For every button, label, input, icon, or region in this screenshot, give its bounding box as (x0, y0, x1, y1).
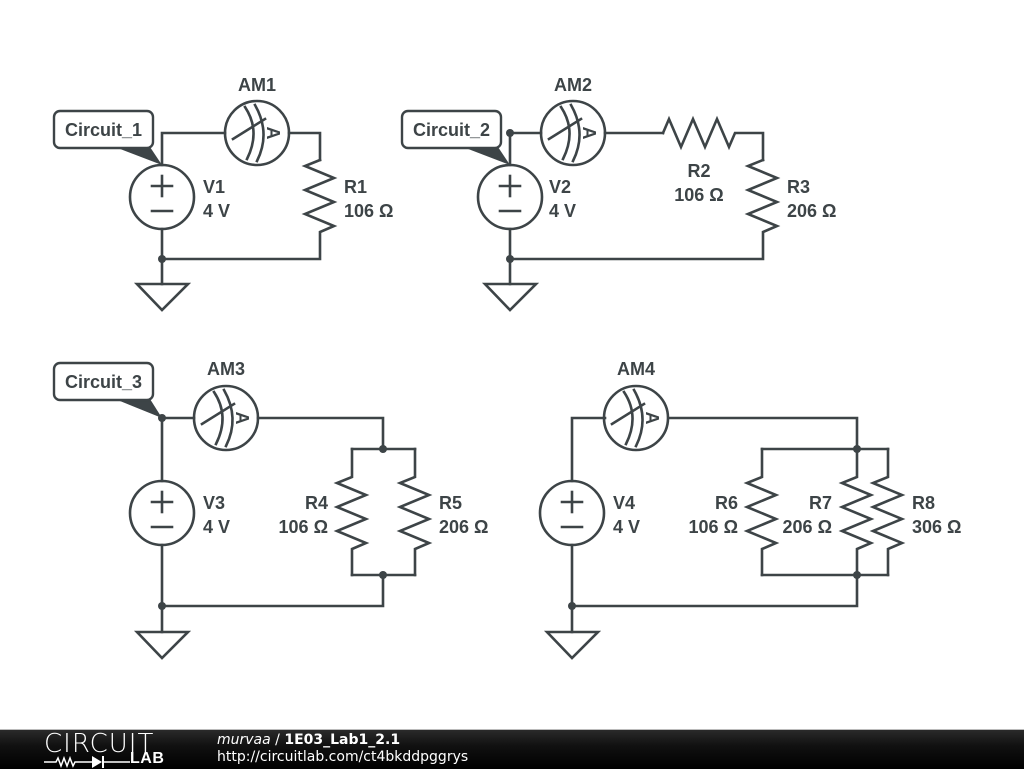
separator: / (270, 732, 285, 748)
ammeter-AM3[interactable]: A (192, 384, 260, 452)
source-name: V3 (203, 493, 225, 513)
resistor-name: R5 (439, 493, 462, 513)
circuit-3: A AM3 V3 4 V R4 106 Ω R5 206 Ω Circuit_3 (52, 359, 488, 660)
voltage-source-V1[interactable] (128, 163, 196, 231)
svg-text:Circuit_1: Circuit_1 (65, 120, 142, 140)
source-value: 4 V (549, 201, 576, 221)
circuit-url[interactable]: http://circuitlab.com/ct4bkddpggrys (217, 749, 469, 765)
voltage-source-V3[interactable] (128, 479, 196, 547)
source-value: 4 V (203, 201, 230, 221)
wire (160, 131, 322, 167)
junction-dot (506, 255, 514, 263)
source-name: V4 (613, 493, 635, 513)
junction-dot (158, 602, 166, 610)
junction-dot (853, 571, 861, 579)
circuit-title[interactable]: 1E03_Lab1_2.1 (284, 732, 401, 748)
ammeter-name: AM1 (238, 75, 276, 95)
footer-bar: CIRCUIT LAB murvaa / 1E03_Lab1_2.1 http:… (0, 729, 1024, 769)
resistor-value: 206 Ω (787, 201, 836, 221)
junction-dot (158, 255, 166, 263)
ammeter-symbol: A (263, 127, 283, 140)
schematic-canvas: A AM1 V1 4 V R1 106 Ω Circuit_1 A A (52, 75, 961, 660)
net-label-circuit-3[interactable]: Circuit_3 (52, 361, 162, 418)
circuit-1: A AM1 V1 4 V R1 106 Ω Circuit_1 (52, 75, 393, 312)
junction-dot (568, 602, 576, 610)
junction-dot (379, 445, 387, 453)
net-label-circuit-1[interactable]: Circuit_1 (52, 109, 162, 165)
wire (570, 447, 890, 634)
ammeter-name: AM3 (207, 359, 245, 379)
resistor-name: R7 (809, 493, 832, 513)
wire (160, 447, 417, 634)
resistor-name: R1 (344, 177, 367, 197)
resistor-R4[interactable] (333, 447, 370, 577)
resistor-R8[interactable] (869, 447, 906, 577)
resistor-value: 306 Ω (912, 517, 961, 537)
source-name: V1 (203, 177, 225, 197)
ammeter-AM2[interactable]: A (539, 99, 607, 167)
resistor-value: 106 Ω (279, 517, 328, 537)
resistor-value: 106 Ω (689, 517, 738, 537)
resistor-R1[interactable] (160, 158, 338, 261)
circuitlab-logo[interactable]: CIRCUIT LAB (44, 729, 165, 768)
resistor-R7[interactable] (838, 447, 875, 577)
net-label-circuit-2[interactable]: Circuit_2 (400, 109, 510, 165)
ground-icon (543, 630, 602, 660)
voltage-source-V4[interactable] (538, 479, 606, 547)
resistor-name: R6 (715, 493, 738, 513)
ground-icon (133, 630, 192, 660)
ammeter-AM4[interactable]: A (602, 384, 670, 452)
ammeter-name: AM4 (617, 359, 655, 379)
circuit-2: A AM2 V2 4 V R2 106 Ω R3 206 Ω Circuit_2 (400, 75, 836, 312)
svg-text:Circuit_3: Circuit_3 (65, 372, 142, 392)
resistor-name: R4 (305, 493, 328, 513)
junction-dot (853, 445, 861, 453)
ammeter-name: AM2 (554, 75, 592, 95)
circuit-4: A AM4 V4 4 V R6 106 Ω R7 206 Ω R8 306 Ω (538, 359, 961, 660)
resistor-R6[interactable] (743, 447, 780, 577)
resistor-value: 206 Ω (439, 517, 488, 537)
svg-text:Circuit_2: Circuit_2 (413, 120, 490, 140)
author-link[interactable]: murvaa (217, 732, 271, 748)
wire (570, 416, 859, 483)
ammeter-symbol: A (642, 412, 662, 425)
resistor-name: R8 (912, 493, 935, 513)
voltage-source-V2[interactable] (476, 163, 544, 231)
resistor-name: R3 (787, 177, 810, 197)
ground-icon (133, 282, 192, 312)
circuit-meta: murvaa / 1E03_Lab1_2.1 http://circuitlab… (217, 732, 468, 766)
source-name: V2 (549, 177, 571, 197)
ground-icon (481, 282, 540, 312)
resistor-R2[interactable] (661, 115, 765, 162)
junction-dot (506, 129, 514, 137)
resistor-value: 206 Ω (783, 517, 832, 537)
resistor-R3[interactable] (508, 158, 781, 261)
source-value: 4 V (613, 517, 640, 537)
source-value: 4 V (203, 517, 230, 537)
resistor-value: 106 Ω (674, 185, 723, 205)
resistor-R5[interactable] (396, 447, 433, 577)
ammeter-symbol: A (232, 412, 252, 425)
junction-dot (379, 571, 387, 579)
resistor-diode-icon (44, 755, 130, 768)
ammeter-symbol: A (579, 127, 599, 140)
resistor-name: R2 (687, 161, 710, 181)
resistor-value: 106 Ω (344, 201, 393, 221)
ammeter-AM1[interactable]: A (223, 99, 291, 167)
